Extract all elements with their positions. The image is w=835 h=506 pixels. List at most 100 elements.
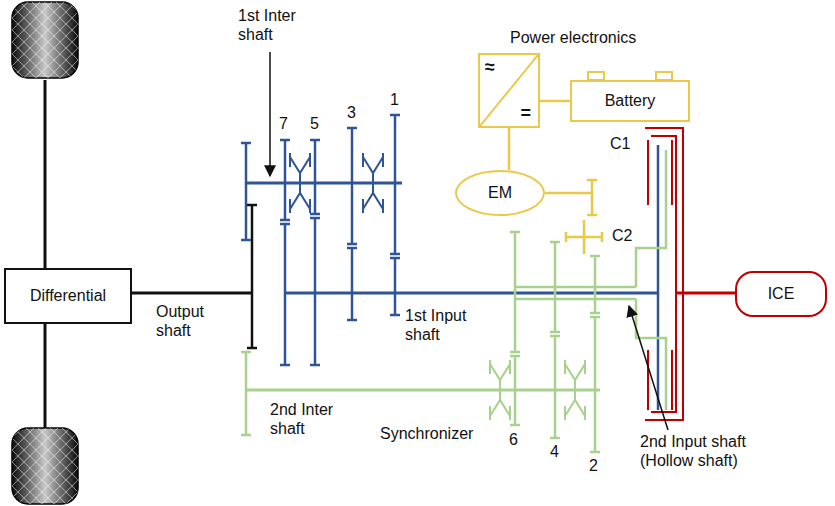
gear-line	[351, 128, 354, 244]
gear-cap	[247, 204, 257, 207]
gear-cap	[590, 451, 600, 454]
gear-symbol	[587, 180, 597, 215]
gear-line	[594, 317, 597, 452]
idler-gear	[566, 220, 602, 254]
output-shaft-group	[132, 205, 257, 348]
gear-line	[245, 143, 248, 240]
battery-terminal	[656, 72, 672, 80]
second-subtransmission	[241, 150, 666, 452]
gear-line	[591, 180, 594, 215]
gear-cap	[550, 331, 560, 334]
synchronizer-symbol	[290, 153, 310, 213]
gear-line	[314, 140, 317, 214]
gear-cap	[310, 217, 320, 220]
output-shaft	[132, 292, 252, 295]
clutch-plate	[657, 145, 660, 410]
gear-cap	[241, 239, 251, 242]
ac-symbol: ≈	[485, 57, 495, 78]
gear-cap	[510, 355, 520, 358]
gear-cap	[390, 257, 400, 260]
tyre	[12, 2, 78, 78]
callout-number: 5	[310, 114, 319, 133]
gear-cap	[310, 364, 320, 367]
gear-cap	[247, 347, 257, 350]
callout-number: 1	[390, 90, 399, 109]
first-inter-shaft	[246, 182, 402, 185]
gear-cap	[347, 247, 357, 250]
tyre-tread	[12, 428, 78, 504]
gear-cap	[241, 434, 251, 437]
tyre-tread	[12, 2, 78, 78]
part-label: 1st Inter shaft	[238, 6, 324, 44]
gear-cap	[590, 316, 600, 319]
callout-number: 6	[509, 430, 518, 449]
motor-ellipse: EM	[455, 170, 545, 216]
hollow-shaft	[515, 286, 636, 289]
gear-cap	[590, 255, 600, 258]
gear-line	[554, 242, 557, 332]
gear-line	[594, 256, 597, 313]
gear-line	[514, 232, 517, 352]
gear-symbol	[510, 232, 520, 352]
gear-cap	[510, 351, 520, 354]
gear-symbol	[550, 242, 560, 332]
gear-cap	[587, 214, 597, 217]
gear-line	[394, 258, 397, 315]
node-label: EM	[488, 184, 512, 202]
gear-symbol	[590, 256, 600, 313]
leader-arrow	[629, 306, 668, 430]
gear-symbol	[347, 128, 357, 244]
converter-diagonal-line	[480, 55, 538, 126]
gear-cap	[280, 364, 290, 367]
motor-shaft	[545, 192, 592, 195]
gear-symbol	[390, 115, 400, 254]
callout-number: 4	[550, 442, 559, 461]
callout-number: C2	[612, 226, 632, 245]
double-clutch	[645, 128, 735, 420]
part-label: Output shaft	[156, 302, 230, 340]
part-label: 2nd Input shaft (Hollow shaft)	[640, 432, 780, 470]
gear-line	[245, 352, 248, 435]
gear-line	[554, 336, 557, 438]
gear-cap	[280, 139, 290, 142]
gear-cap	[241, 142, 251, 145]
gear-symbol	[241, 352, 251, 435]
ice-shaft	[676, 292, 735, 295]
gear-symbol	[241, 143, 251, 240]
leader-arrow	[269, 52, 271, 176]
gear-cap	[590, 312, 600, 315]
callout-number: 7	[279, 114, 288, 133]
dc-symbol: =	[520, 103, 531, 124]
gear-cap	[587, 179, 597, 182]
gear-symbol	[550, 336, 560, 438]
gear-line	[251, 205, 254, 348]
axle-line	[44, 80, 47, 428]
gear-cap	[390, 114, 400, 117]
gear-symbol	[310, 140, 320, 214]
gear-cap	[280, 219, 290, 222]
tyre	[12, 428, 78, 504]
gear-line	[351, 248, 354, 320]
synchronizer-symbol	[490, 360, 510, 420]
node-label: Differential	[30, 287, 106, 305]
gear-symbol	[280, 140, 290, 220]
engine-box: ICE	[735, 271, 827, 317]
part-label: Synchronizer	[380, 424, 473, 443]
power-electronics-box: Power electronics≈=	[478, 53, 540, 128]
battery-terminal	[588, 72, 604, 80]
gear-cap	[310, 213, 320, 216]
node-label: ICE	[768, 285, 795, 303]
gear-symbol	[590, 317, 600, 452]
differential-box: Differential	[4, 268, 132, 324]
gear-cap	[510, 231, 520, 234]
gear-line	[514, 356, 517, 425]
gear-symbol	[247, 205, 257, 348]
motor-gearing	[545, 180, 602, 254]
hollow-shaft	[515, 298, 636, 301]
part-label: 2nd Inter shaft	[270, 400, 362, 438]
battery-terminals	[588, 72, 672, 80]
gear-cap	[390, 253, 400, 256]
callout-number: 3	[347, 103, 356, 122]
gear-cap	[550, 437, 560, 440]
